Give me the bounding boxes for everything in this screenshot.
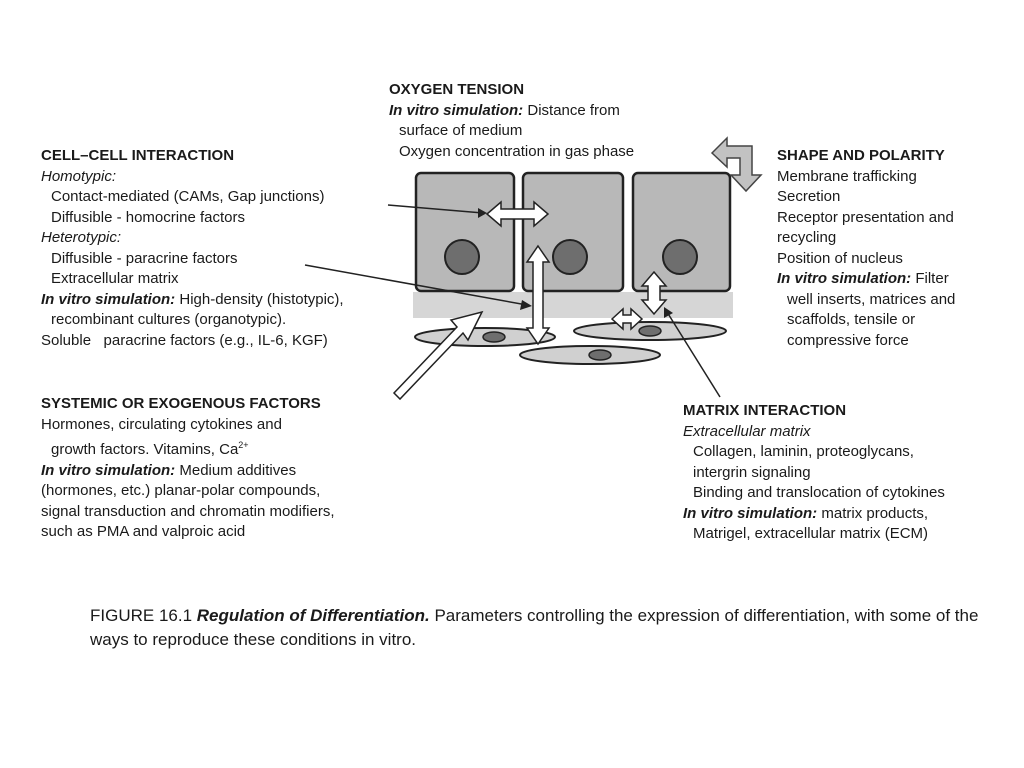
shape-line-1: Membrane trafficking <box>777 167 917 185</box>
shape-sim-text: Filter <box>911 270 949 287</box>
systemic-block: SYSTEMIC OR EXOGENOUS FACTORS Hormones, … <box>41 394 334 543</box>
heterotypic-item-2: Extracellular matrix <box>51 270 179 287</box>
systemic-sim-3: signal transduction and chromatin modifi… <box>41 502 335 520</box>
flat-cell-left-nucleus <box>482 331 506 343</box>
heterotypic-label: Heterotypic: <box>41 229 122 246</box>
shape-sim-3: scaffolds, tensile or <box>787 311 916 328</box>
matrix-sim-text: matrix products, <box>817 504 929 522</box>
systemic-sim-line: In vitro simulation: Medium additives <box>41 461 334 482</box>
matrix-line-3: Binding and translocation of cytokines <box>693 484 945 501</box>
shape-sim-2: well inserts, matrices and <box>787 290 956 308</box>
systemic-title: SYSTEMIC OR EXOGENOUS FACTORS <box>41 395 321 412</box>
shape-polarity-vertical-arrow <box>640 270 668 316</box>
cell-cell-title: CELL–CELL INTERACTION <box>41 147 235 164</box>
systemic-line-1: Hormones, circulating cytokines and <box>41 415 282 433</box>
cell-cell-soluble: Soluble paracrine factors (e.g., IL-6, K… <box>41 331 328 349</box>
matrix-sim-line: In vitro simulation: matrix products, <box>683 504 945 525</box>
systemic-sim-4: such as PMA and valproic acid <box>41 523 246 540</box>
shape-line-3: Receptor presentation and <box>777 208 954 226</box>
matrix-line-1: Collagen, laminin, proteoglycans, <box>693 443 914 460</box>
oxygen-sim-line: In vitro simulation: Distance from <box>389 101 634 122</box>
cell-3 <box>631 171 732 293</box>
heterotypic-pointer-head <box>520 300 532 310</box>
shape-line-2: Secretion <box>777 188 841 205</box>
figure-caption: FIGURE 16.1 Regulation of Differentiatio… <box>90 604 990 652</box>
heterotypic-pointer <box>304 264 528 306</box>
matrix-subtitle: Extracellular matrix <box>683 422 811 440</box>
homotypic-pointer <box>387 204 484 214</box>
systemic-sim-text: Medium additives <box>175 461 297 479</box>
flat-cell-bottom-nucleus <box>588 349 612 361</box>
cell-cell-sim-2: recombinant cultures (organotypic). <box>51 311 287 328</box>
matrix-pointer <box>666 311 721 398</box>
nucleus-1 <box>444 239 480 275</box>
homotypic-pointer-head <box>478 208 487 218</box>
shape-polarity-block: SHAPE AND POLARITY Membrane trafficking … <box>777 146 955 351</box>
homotypic-label: Homotypic: <box>41 167 117 185</box>
cell-cell-sim-text: High-density (histotypic), <box>175 290 344 308</box>
matrix-sim-2: Matrigel, extracellular matrix (ECM) <box>693 525 929 542</box>
matrix-sim-label: In vitro simulation: <box>683 504 818 522</box>
caption-prefix: FIGURE 16.1 <box>90 606 197 625</box>
oxygen-sim-text: Distance from <box>523 101 620 119</box>
cell-cell-block: CELL–CELL INTERACTION Homotypic: Contact… <box>41 146 344 351</box>
systemic-factors-arrow <box>392 310 484 401</box>
caption-title: Regulation of Differentiation. <box>196 606 430 625</box>
matrix-block: MATRIX INTERACTION Extracellular matrix … <box>683 401 945 545</box>
shape-sim-label: In vitro simulation: <box>777 270 912 287</box>
homotypic-item-1: Contact-mediated (CAMs, Gap junctions) <box>51 188 325 205</box>
shape-line-4: recycling <box>777 229 837 246</box>
shape-polarity-turn-arrow <box>710 136 763 193</box>
systemic-line-2-text: growth factors. Vitamins, Ca <box>51 441 239 458</box>
nucleus-3 <box>662 239 698 275</box>
cell-1 <box>414 171 516 293</box>
matrix-line-2: intergrin signaling <box>693 463 811 481</box>
cell-cell-arrow <box>485 200 550 228</box>
flat-cell-right-nucleus <box>638 325 662 337</box>
shape-sim-line: In vitro simulation: Filter <box>777 269 955 290</box>
systemic-sim-2: (hormones, etc.) planar-polar compounds, <box>41 482 321 499</box>
shape-polarity-title: SHAPE AND POLARITY <box>777 147 945 164</box>
oxygen-line-3: Oxygen concentration in gas phase <box>399 142 635 160</box>
shape-line-5: Position of nucleus <box>777 249 903 267</box>
systemic-sim-label: In vitro simulation: <box>41 461 176 479</box>
oxygen-tension-title: OXYGEN TENSION <box>389 81 525 98</box>
caption-text: Parameters controlling the expression of… <box>90 606 979 649</box>
cell-matrix-vertical-arrow <box>525 244 551 346</box>
calcium-superscript: 2+ <box>238 440 249 450</box>
oxygen-line-2: surface of medium <box>399 122 523 139</box>
matrix-band <box>413 292 733 318</box>
homotypic-item-2: Diffusible - homocrine factors <box>51 208 245 226</box>
oxygen-sim-label: In vitro simulation: <box>389 101 524 119</box>
oxygen-tension-block: OXYGEN TENSION In vitro simulation: Dist… <box>389 80 634 162</box>
matrix-small-arrow <box>610 307 644 331</box>
matrix-title: MATRIX INTERACTION <box>683 402 847 419</box>
cell-cell-sim-line: In vitro simulation: High-density (histo… <box>41 290 344 311</box>
systemic-line-2: growth factors. Vitamins, Ca2+ <box>41 435 334 461</box>
matrix-pointer-head <box>664 307 673 318</box>
nucleus-2 <box>552 239 588 275</box>
shape-sim-4: compressive force <box>787 331 909 349</box>
cell-cell-sim-label: In vitro simulation: <box>41 290 176 308</box>
heterotypic-item-1: Diffusible - paracrine factors <box>51 249 238 267</box>
